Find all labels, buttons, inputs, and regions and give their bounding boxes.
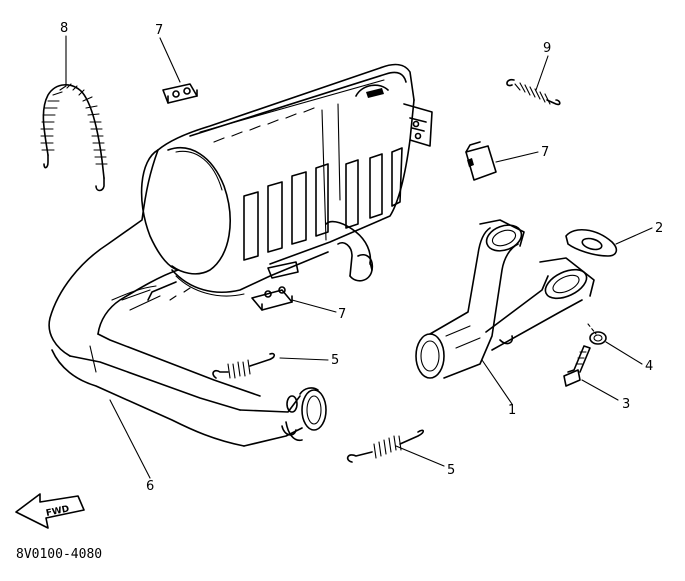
callout-7-right: 7 <box>541 145 549 160</box>
fwd-label: FWD <box>45 504 70 519</box>
callout-5-upper: 5 <box>331 353 339 368</box>
callout-9: 9 <box>543 41 551 56</box>
fwd-arrow-icon: FWD <box>15 493 85 529</box>
callout-labels: 8 7 9 7 2 7 5 4 3 1 5 6 <box>60 21 663 494</box>
part-2-gasket <box>565 227 653 257</box>
callout-1: 1 <box>508 403 516 418</box>
muffler-body <box>140 63 433 301</box>
callout-6: 6 <box>146 479 154 494</box>
part-5-spring-upper <box>212 352 329 379</box>
part-1-header-pipe <box>415 219 595 405</box>
part-5-spring-lower <box>346 429 445 467</box>
part-6-exhaust-pipe <box>48 149 327 479</box>
callout-5-lower: 5 <box>447 463 455 478</box>
callout-2: 2 <box>655 221 663 236</box>
part-7-pad-top <box>159 37 198 104</box>
callout-8: 8 <box>60 21 68 36</box>
callout-3: 3 <box>622 397 630 412</box>
part-3-bolt <box>563 345 619 401</box>
part-7-pad-middle <box>251 286 337 313</box>
callout-7-middle: 7 <box>338 307 346 322</box>
part-9-short-spring <box>506 55 561 106</box>
drawing-code: 8V0100-4080 <box>16 547 102 562</box>
callout-4: 4 <box>645 359 653 374</box>
part-7-pad-right <box>465 141 539 181</box>
callout-7-top: 7 <box>155 23 163 38</box>
part-4-washer <box>587 323 643 365</box>
part-8-coil-spring <box>40 35 108 192</box>
